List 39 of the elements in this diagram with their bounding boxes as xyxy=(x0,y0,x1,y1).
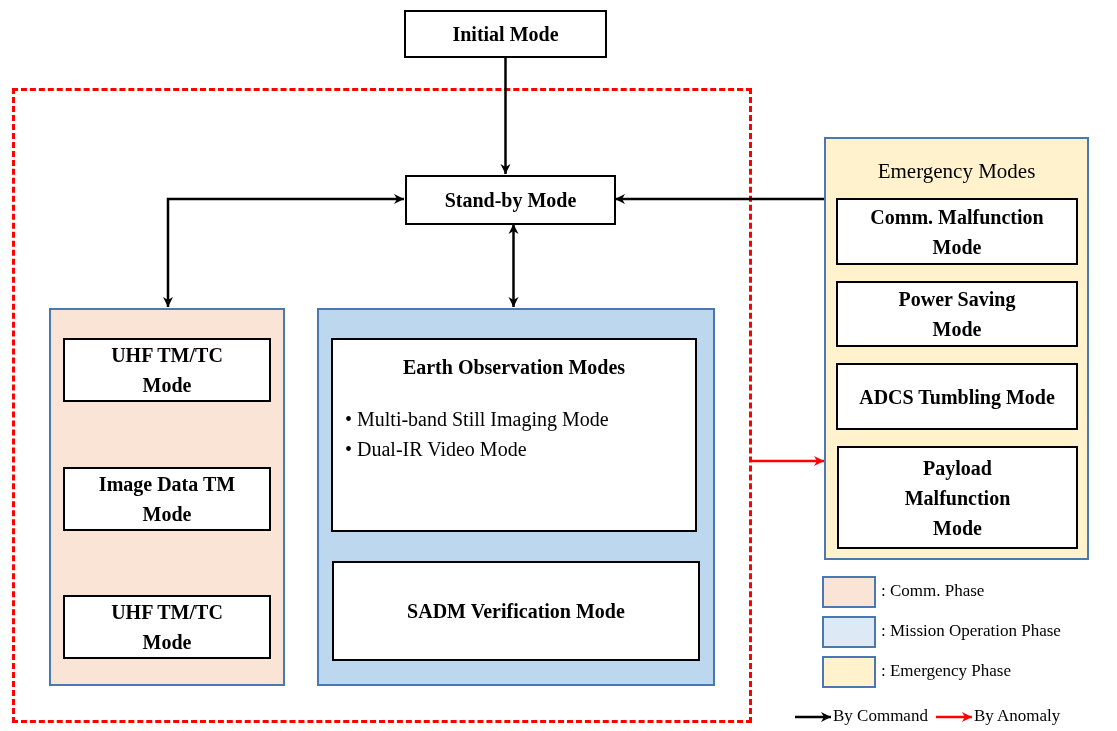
mode-title: UHF TM/TC Mode xyxy=(110,343,224,398)
phase-panel xyxy=(824,137,1089,560)
mode-box xyxy=(405,175,616,225)
phase-panel xyxy=(317,308,715,686)
phase-panel xyxy=(49,308,285,686)
mode-title: Initial Mode xyxy=(451,22,560,47)
mode-box xyxy=(836,198,1078,265)
mode-box xyxy=(836,363,1078,430)
arrow xyxy=(752,456,824,466)
mode-title: ADCS Tumbling Mode xyxy=(858,384,1056,411)
mode-box xyxy=(837,446,1078,549)
bullet-item: • Dual-IR Video Mode xyxy=(345,437,528,462)
mode-title: Comm. Malfunction Mode xyxy=(869,204,1045,260)
mode-box xyxy=(331,338,697,532)
dashed-boundary xyxy=(12,88,752,723)
mode-title: SADM Verification Mode xyxy=(406,599,626,624)
mode-title: Payload Malfunction Mode xyxy=(903,455,1012,541)
arrow xyxy=(163,194,404,307)
panel-heading: Emergency Modes xyxy=(876,159,1037,184)
mode-box xyxy=(404,10,607,58)
mode-title: Earth Observation Modes xyxy=(401,355,627,380)
arrow xyxy=(500,58,511,174)
legend-text: : Mission Operation Phase xyxy=(881,621,1061,641)
arrow xyxy=(615,194,824,204)
mode-title: Image Data TM Mode xyxy=(97,472,237,527)
legend-text: : Comm. Phase xyxy=(881,581,985,601)
mode-title: Power Saving Mode xyxy=(897,287,1017,342)
mode-box xyxy=(836,281,1078,347)
mode-box xyxy=(63,338,271,402)
mode-title: UHF TM/TC Mode xyxy=(110,600,224,655)
mode-box xyxy=(63,595,271,659)
bullet-item: • Multi-band Still Imaging Mode xyxy=(345,407,610,433)
legend-text: By Anomaly xyxy=(973,706,1061,726)
mode-title: Stand-by Mode xyxy=(443,188,578,214)
arrow xyxy=(508,224,519,307)
legend-text: : Emergency Phase xyxy=(881,661,1011,681)
mode-box xyxy=(63,467,271,531)
legend-text: By Command xyxy=(833,706,928,726)
mode-box xyxy=(332,561,700,661)
